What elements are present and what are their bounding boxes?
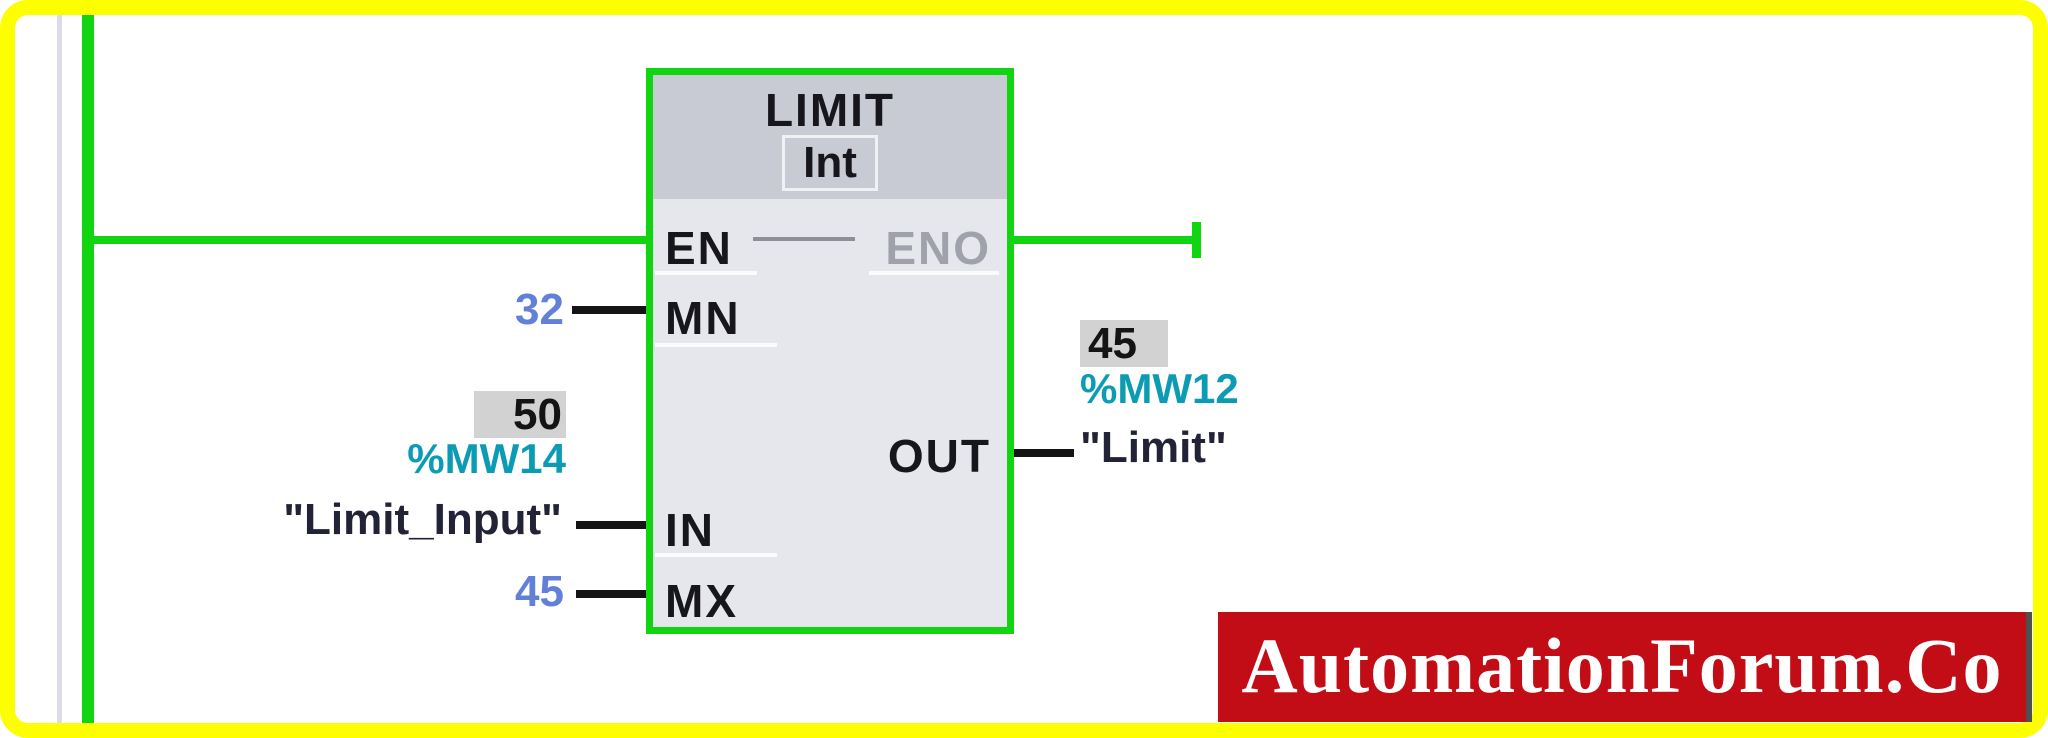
network-margin-line <box>57 14 62 724</box>
pin-label-mx: MX <box>665 575 738 627</box>
en-input-wire <box>88 236 646 244</box>
in-operand-wire <box>576 521 648 529</box>
watermark-text: AutomationForum.Co <box>1241 622 2003 709</box>
pin-label-en: EN <box>665 222 733 274</box>
block-title: LIMIT <box>764 84 896 136</box>
out-operand-address[interactable]: %MW12 <box>1080 365 1239 412</box>
pin-underline-en <box>655 271 757 275</box>
out-operand-wire <box>1010 449 1074 457</box>
in-operand-address[interactable]: %MW14 <box>407 435 566 482</box>
mx-operand-wire <box>576 590 648 598</box>
eno-wire-end-tick <box>1192 222 1201 258</box>
limit-instruction-block[interactable]: LIMIT Int EN ENO MN IN MX OUT <box>646 68 1014 634</box>
pin-underline-in <box>655 553 777 557</box>
watermark-banner: AutomationForum.Co <box>1218 612 2032 722</box>
in-monitor-value: 50 <box>474 391 566 438</box>
mn-constant-operand[interactable]: 32 <box>515 285 564 334</box>
power-rail <box>82 14 94 724</box>
in-operand-tag[interactable]: "Limit_Input" <box>283 495 562 544</box>
pin-label-out: OUT <box>887 430 991 482</box>
mx-constant-operand[interactable]: 45 <box>515 567 564 616</box>
mn-operand-wire <box>572 306 648 314</box>
pin-label-in: IN <box>665 504 715 556</box>
pin-underline-mn <box>655 343 777 347</box>
pin-underline-eno <box>869 271 999 275</box>
pin-label-mn: MN <box>665 292 741 344</box>
pin-label-eno: ENO <box>885 222 991 274</box>
out-operand-tag[interactable]: "Limit" <box>1080 423 1227 472</box>
eno-output-wire <box>1012 236 1196 244</box>
out-monitor-value: 45 <box>1080 320 1168 367</box>
en-eno-connector-line <box>753 237 855 241</box>
data-type-selector[interactable]: Int <box>782 135 878 191</box>
